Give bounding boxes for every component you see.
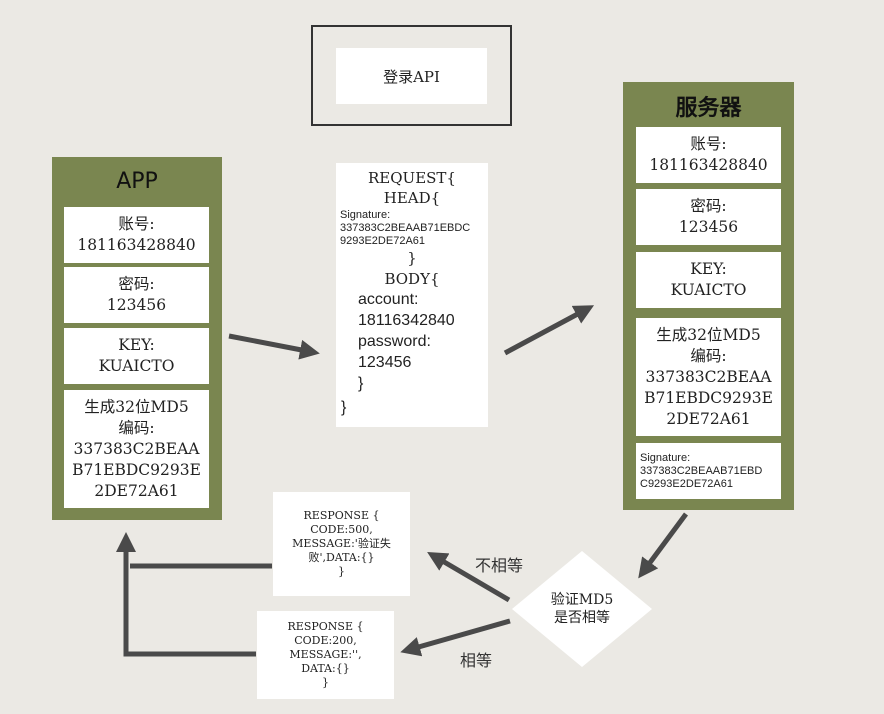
app-key-card: KEY: KUAICTO [64, 328, 209, 384]
app-md5-line3: 337383C2BEAA [73, 439, 200, 458]
server-account-label: 账号: [690, 135, 727, 153]
request-sig-value2: 9293E2DE72A61 [340, 235, 426, 247]
request-head-open: HEAD{ [383, 189, 441, 207]
app-md5-line5: 2DE72A61 [94, 481, 179, 500]
server-md5-line1: 生成32位MD5 [656, 325, 761, 344]
server-password-label: 密码: [690, 197, 727, 215]
app-panel: APP 账号: 181163428840 密码: 123456 KEY: KUA… [52, 157, 222, 520]
response-fail-line2: CODE:500, [310, 523, 373, 536]
response-fail-line4: 败',DATA:{} [308, 551, 375, 564]
response-fail-line5: } [338, 565, 345, 578]
response-ok-line2: CODE:200, [294, 634, 357, 647]
app-password-card: 密码: 123456 [64, 267, 209, 323]
decision-diamond [512, 551, 652, 667]
server-account-card: 账号: 181163428840 [636, 127, 781, 183]
response-fail-box: RESPONSE { CODE:500, MESSAGE:'验证失 败',DAT… [273, 492, 410, 596]
app-key-value: KUAICTO [98, 357, 175, 375]
request-sig-label: Signature: [340, 209, 391, 221]
app-account-value: 181163428840 [77, 236, 196, 254]
response-ok-line4: DATA:{} [301, 662, 350, 675]
arrow-app-to-request [228, 333, 320, 360]
arrow-decision-to-fail [427, 551, 511, 603]
response-ok-line5: } [322, 676, 329, 689]
app-md5-line4: B71EBDC9293E [72, 460, 201, 479]
response-fail-line1: RESPONSE { [303, 509, 380, 522]
title-box: 登录API [336, 48, 487, 104]
app-password-value: 123456 [106, 296, 167, 314]
request-account-value: 18116342840 [358, 312, 455, 329]
server-md5-line4: B71EBDC9293E [644, 388, 773, 407]
server-password-value: 123456 [678, 218, 739, 236]
decision-line2: 是否相等 [554, 610, 610, 626]
app-password-label: 密码: [118, 275, 155, 293]
arrow-decision-to-ok [400, 618, 511, 657]
decision-label: 验证MD5 是否相等 [532, 591, 632, 627]
server-panel: 服务器 账号: 181163428840 密码: 123456 KEY: KUA… [623, 82, 794, 510]
arrow-server-to-decision [638, 512, 689, 579]
server-sig-label: Signature: [640, 451, 691, 464]
response-ok-line1: RESPONSE { [287, 620, 364, 633]
line-ok-to-app [116, 532, 256, 657]
app-md5-card: 生成32位MD5 编码: 337383C2BEAA B71EBDC9293E 2… [64, 390, 209, 508]
request-line1: REQUEST{ [368, 169, 456, 187]
server-md5-line3: 337383C2BEAA [645, 367, 772, 386]
request-body-open: BODY{ [384, 270, 440, 288]
app-account-label: 账号: [118, 215, 155, 233]
request-password-value: 123456 [358, 354, 412, 371]
server-account-value: 181163428840 [649, 156, 768, 174]
server-sig-value2: C9293E2DE72A61 [640, 477, 733, 490]
server-signature-card: Signature: 337383C2BEAAB71EBD C9293E2DE7… [636, 443, 781, 499]
server-md5-card: 生成32位MD5 编码: 337383C2BEAA B71EBDC9293E 2… [636, 318, 781, 436]
request-account-label: account: [358, 291, 419, 308]
response-fail-line3: MESSAGE:'验证失 [292, 537, 391, 550]
server-key-label: KEY: [690, 260, 727, 278]
response-ok-box: RESPONSE { CODE:200, MESSAGE:'', DATA:{}… [257, 611, 394, 699]
request-sig-value1: 337383C2BEAAB71EBDC [340, 222, 471, 234]
app-md5-line2: 编码: [118, 418, 155, 437]
page-title: 登录API [383, 67, 440, 86]
app-title: APP [116, 169, 158, 194]
request-close: } [341, 399, 347, 416]
app-md5-line1: 生成32位MD5 [84, 397, 189, 416]
label-equal: 相等 [460, 651, 493, 670]
arrow-request-to-server [503, 305, 595, 356]
request-box: REQUEST{ HEAD{ Signature: 337383C2BEAAB7… [336, 163, 488, 427]
server-title: 服务器 [675, 96, 742, 121]
label-not-equal: 不相等 [475, 556, 524, 575]
server-sig-value1: 337383C2BEAAB71EBD [640, 464, 763, 477]
decision-line1: 验证MD5 [550, 592, 614, 608]
server-md5-line2: 编码: [690, 346, 727, 365]
server-key-value: KUAICTO [670, 281, 747, 299]
response-ok-line3: MESSAGE:'', [289, 648, 362, 661]
server-key-card: KEY: KUAICTO [636, 252, 781, 308]
request-head-close: } [407, 249, 417, 267]
title-frame: 登录API [311, 25, 512, 126]
app-key-label: KEY: [118, 336, 155, 354]
request-body-close: } [358, 375, 364, 392]
app-account-card: 账号: 181163428840 [64, 207, 209, 263]
server-password-card: 密码: 123456 [636, 189, 781, 245]
request-password-label: password: [358, 333, 431, 350]
server-md5-line5: 2DE72A61 [666, 409, 751, 428]
